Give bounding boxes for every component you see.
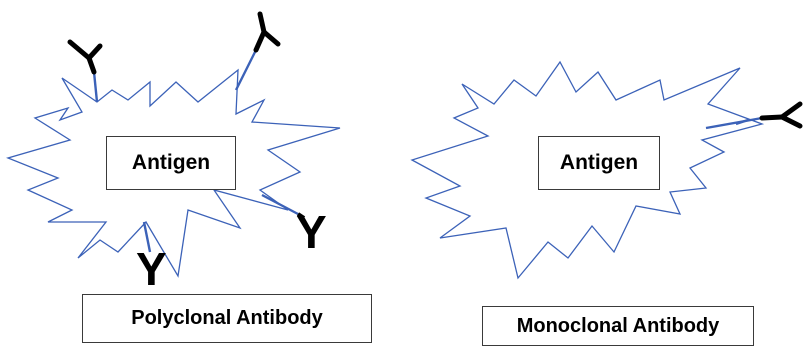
monoclonal-antigen-label: Antigen (538, 136, 660, 190)
polyclonal-antigen-text: Antigen (131, 151, 211, 174)
antibody-icon (67, 39, 103, 103)
polyclonal-caption: Polyclonal Antibody (82, 294, 372, 343)
polyclonal-antigen-starburst (6, 68, 341, 278)
antibody-y-icon: Y (136, 243, 167, 295)
polyclonal-caption-text: Polyclonal Antibody (131, 307, 323, 329)
antibody-stem (261, 193, 306, 220)
monoclonal-caption-text: Monoclonal Antibody (516, 314, 720, 337)
polyclonal-antigen-label: Antigen (106, 136, 236, 190)
monoclonal-antigen-starburst (410, 60, 765, 280)
antibody-y-icon: Y (296, 206, 327, 258)
monoclonal-caption: Monoclonal Antibody (482, 306, 754, 346)
antibody-icon (705, 101, 803, 130)
antibody-icon (234, 11, 281, 91)
monoclonal-antigen-text: Antigen (559, 151, 639, 174)
antibody-stem (142, 221, 152, 253)
